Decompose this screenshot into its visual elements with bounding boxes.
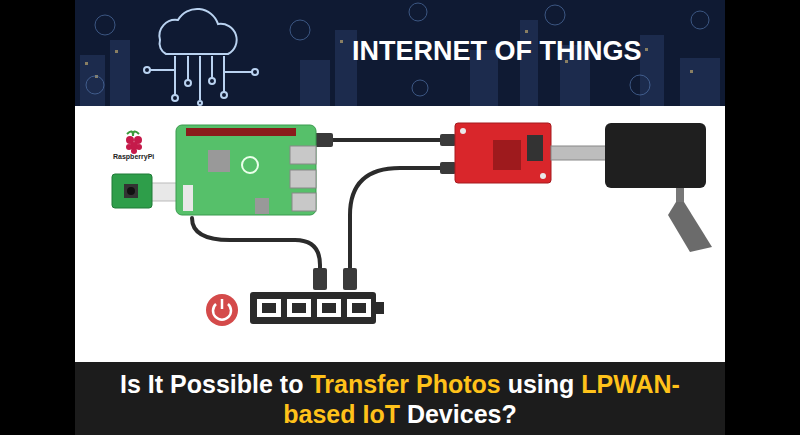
- raspberry-logo: [126, 131, 142, 154]
- network-icons: [86, 3, 709, 96]
- highlight: Transfer Photos: [310, 370, 500, 398]
- power-icon: [206, 294, 238, 326]
- cloud-circuit-icon: [144, 9, 258, 105]
- flat-cable: [551, 146, 607, 160]
- power-strip: [250, 292, 384, 324]
- city-skyline: [80, 20, 720, 106]
- plugs: [313, 133, 456, 290]
- logo-label: RaspberryPi: [113, 153, 154, 160]
- banner-title: INTERNET OF THINGS: [352, 36, 642, 67]
- caption-bar: [75, 362, 725, 435]
- caption-text: Is It Possible to Transfer Photos using …: [85, 369, 715, 429]
- lora-module: [455, 123, 551, 183]
- banner: [75, 0, 725, 106]
- camera-module: [112, 174, 152, 208]
- raspberry-pi-board: [176, 125, 316, 215]
- gateway-box: [605, 123, 712, 252]
